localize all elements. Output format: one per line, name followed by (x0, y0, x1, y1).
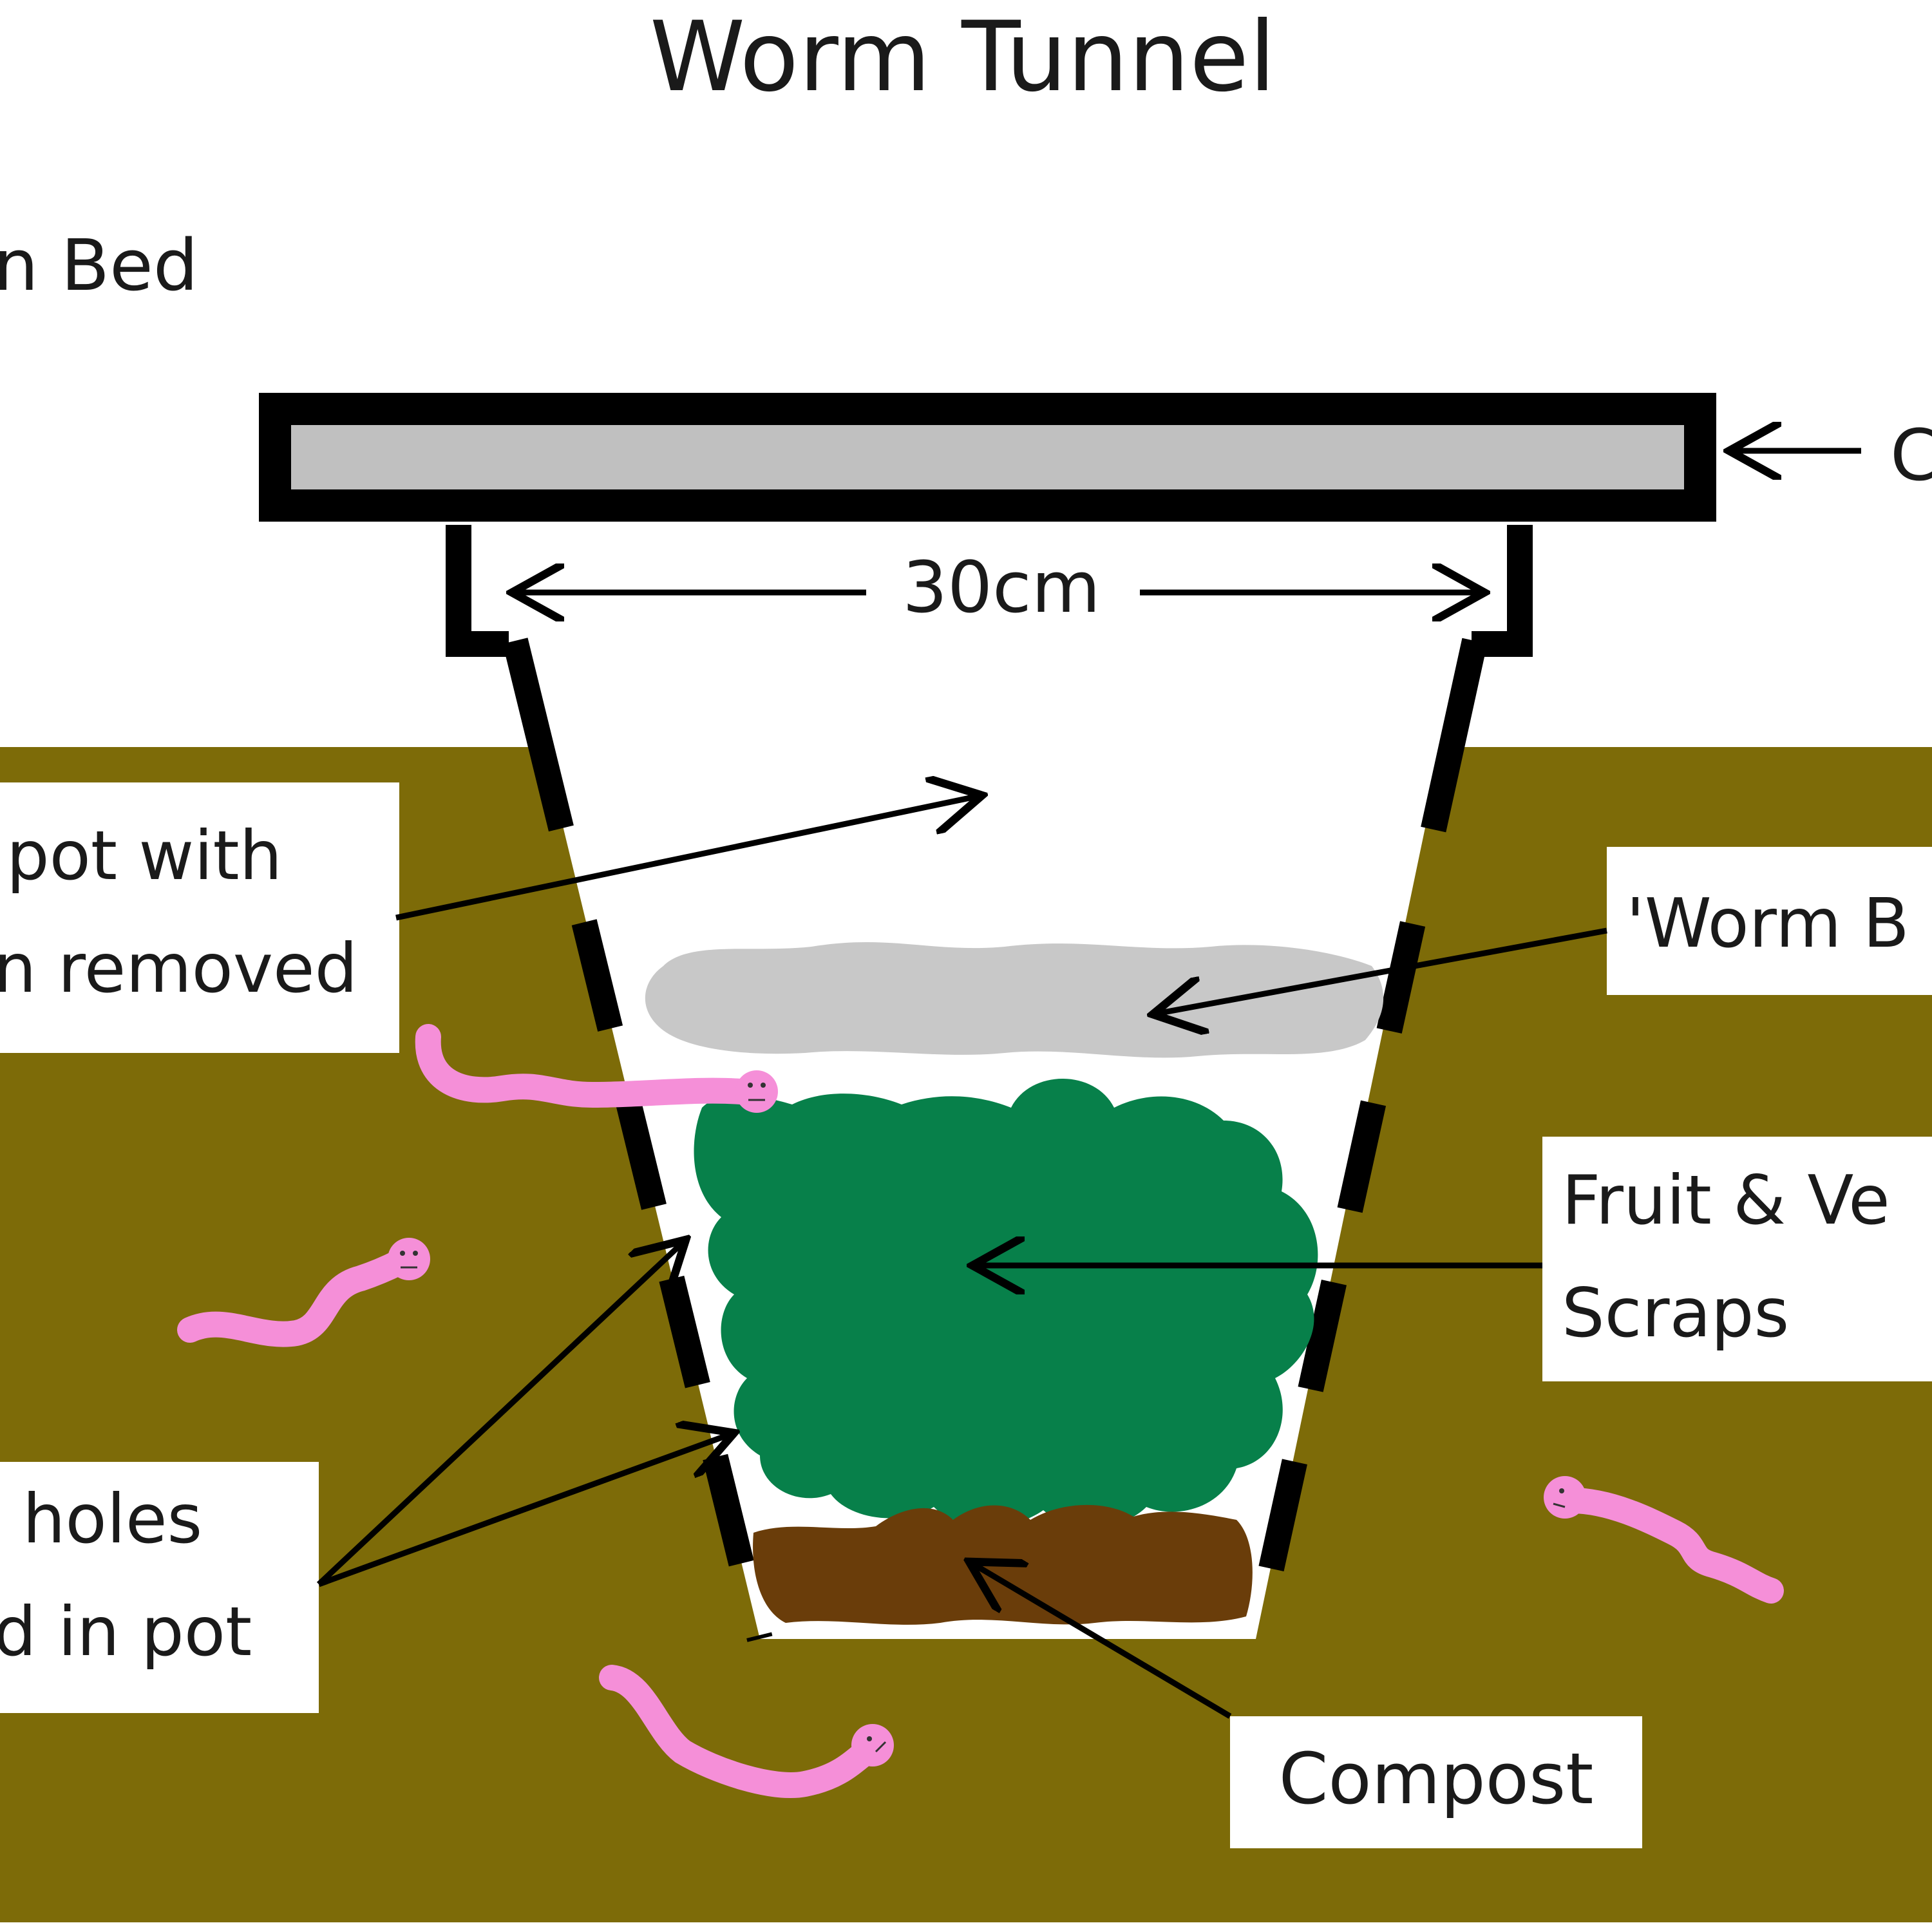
compost-arrow (969, 1562, 1232, 1719)
scraps-label-line2: Scraps (1562, 1274, 1789, 1352)
worm-icon (177, 1238, 430, 1347)
worm-icon (599, 1665, 894, 1798)
pot-arrow (395, 795, 982, 921)
label-box-scraps (1542, 1137, 1932, 1381)
worm-bedding-layer (645, 942, 1384, 1058)
bed-label: n Bed (0, 224, 198, 307)
cover-board (259, 393, 1716, 522)
width-label: 30cm (902, 546, 1101, 629)
holes-arrow-upper (316, 1240, 686, 1587)
holes-label-line2: d in pot (0, 1593, 252, 1671)
cover-label: C (1890, 414, 1932, 497)
holes-arrow-lower (317, 1433, 734, 1587)
scraps-label-line1: Fruit & Ve (1562, 1161, 1890, 1240)
worm-bedding-label: 'Worm B (1626, 884, 1909, 963)
fruit-veg-scraps (694, 1079, 1318, 1527)
label-box-pot (0, 782, 399, 1053)
pot-label-line1: pot with (6, 817, 282, 895)
worm-icon (1544, 1476, 1784, 1604)
label-box-holes (0, 1462, 319, 1713)
diagram-title: Worm Tunnel (650, 1, 1276, 113)
compost-label: Compost (1279, 1738, 1594, 1820)
label-box-compost (1230, 1716, 1642, 1848)
worm-icon (415, 1024, 778, 1113)
pot-label-line2: n removed (0, 929, 357, 1008)
pot-rim (446, 525, 1533, 657)
pot-wall-right (1243, 638, 1488, 1642)
label-box-bedding (1607, 847, 1932, 995)
holes-label-line1: holes (23, 1480, 202, 1558)
bedding-arrow (1153, 927, 1607, 1014)
